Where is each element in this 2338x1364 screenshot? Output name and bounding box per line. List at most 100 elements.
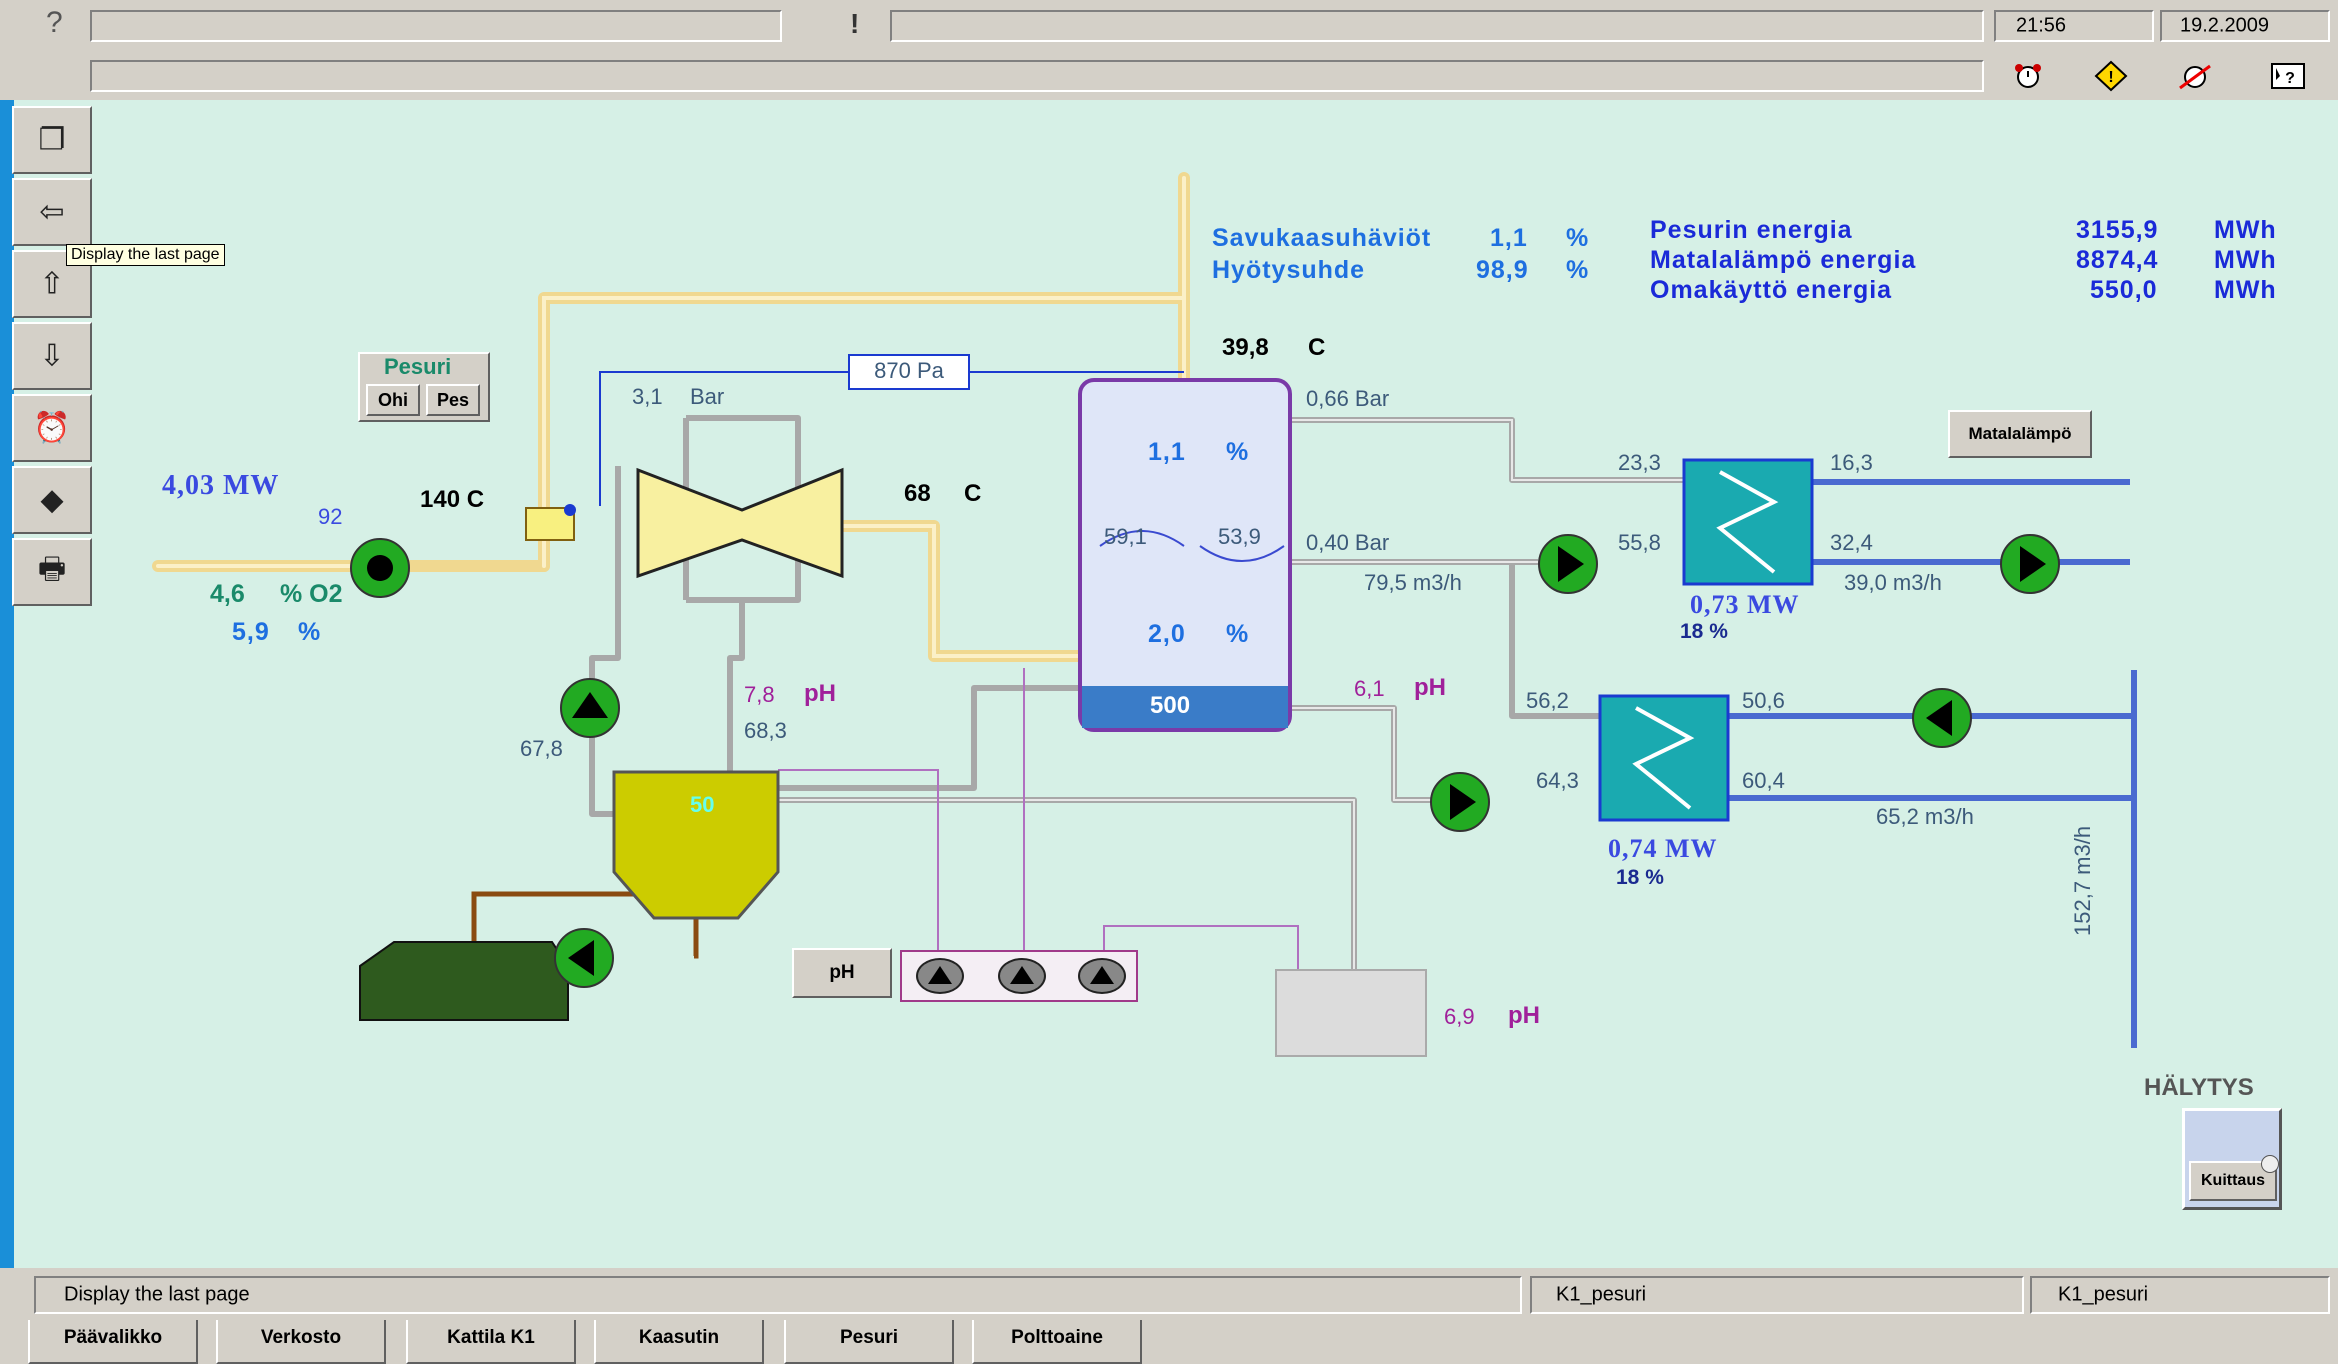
savukaasu-unit: % bbox=[1566, 224, 1590, 252]
sidebar-down-button[interactable]: ⇩ bbox=[12, 322, 92, 390]
sidebar-window-button[interactable]: ❐ bbox=[12, 106, 92, 174]
pes-button[interactable]: Pes bbox=[426, 384, 480, 416]
up-arrow-icon: ⇧ bbox=[39, 267, 65, 301]
date-field: 19.2.2009 bbox=[2160, 10, 2330, 42]
temp-68: 68 bbox=[904, 480, 931, 507]
value-678: 67,8 bbox=[520, 736, 563, 761]
bar-left-value: 3,1 bbox=[632, 384, 663, 409]
hx2-out-bot: 60,4 bbox=[1742, 768, 1785, 793]
sidebar-alarm-button[interactable]: ⏰ bbox=[12, 394, 92, 462]
process-diagram bbox=[152, 172, 2137, 1057]
pump-left-3-icon[interactable] bbox=[1912, 688, 1972, 748]
dosing-pump-2-icon[interactable] bbox=[998, 958, 1046, 994]
value-683: 68,3 bbox=[744, 718, 787, 743]
warning-icon[interactable]: ! bbox=[2094, 60, 2128, 92]
ph-78-value: 7,8 bbox=[744, 682, 775, 707]
status-message: Display the last page bbox=[64, 1283, 250, 1306]
inlet-92: 92 bbox=[318, 504, 343, 529]
warning-icon: ◆ bbox=[40, 483, 64, 517]
tower-water-level bbox=[1082, 686, 1288, 728]
bar-066: 0,66 Bar bbox=[1306, 386, 1390, 411]
tower-top-pct: 1,1 bbox=[1148, 438, 1186, 466]
hx1-out-top: 16,3 bbox=[1830, 450, 1873, 475]
hx1-power: 0,73 MW bbox=[1690, 590, 1800, 619]
pump-right-2-icon[interactable] bbox=[2000, 534, 2060, 594]
bar-040: 0,40 Bar bbox=[1306, 530, 1390, 555]
inlet-pct-value: 5,9 bbox=[232, 618, 270, 646]
help-icon[interactable]: ? bbox=[46, 6, 63, 39]
status-bar: Display the last page K1_pesuri K1_pesur… bbox=[0, 1268, 2338, 1320]
pump-right-1-icon[interactable] bbox=[1538, 534, 1598, 594]
pesuri-title: Pesuri bbox=[384, 354, 452, 379]
matalalampo-button[interactable]: Matalalämpö bbox=[1948, 410, 2092, 458]
sidebar-back-button[interactable]: ⇦ bbox=[12, 178, 92, 246]
ph-69-unit: pH bbox=[1508, 1002, 1540, 1029]
window-icon: ❐ bbox=[38, 123, 66, 157]
down-arrow-icon: ⇩ bbox=[39, 339, 65, 373]
hx2-in-bot: 64,3 bbox=[1536, 768, 1579, 793]
left-accent-strip bbox=[0, 100, 14, 1320]
hx2-out-top: 50,6 bbox=[1742, 688, 1785, 713]
hx2-power: 0,74 MW bbox=[1608, 834, 1718, 863]
flow-795: 79,5 m3/h bbox=[1364, 570, 1462, 595]
tank-level: 50 bbox=[690, 792, 715, 817]
temp-68-unit: C bbox=[964, 480, 982, 507]
process-canvas: Pesuri Ohi Pes 870 Pa pH Matalalämpö Sav… bbox=[14, 100, 2338, 1364]
hx1-pct: 18 % bbox=[1680, 620, 1728, 643]
dosing-pump-1-icon[interactable] bbox=[916, 958, 964, 994]
tower-val-b: 53,9 bbox=[1218, 524, 1261, 549]
help-context-icon[interactable]: ? bbox=[2270, 62, 2306, 90]
status-page-field-2: K1_pesuri bbox=[2030, 1276, 2330, 1314]
tower-top-pct-unit: % bbox=[1226, 438, 1250, 466]
circulation-tank bbox=[612, 770, 780, 920]
dosing-pump-3-icon[interactable] bbox=[1078, 958, 1126, 994]
compressor-icon bbox=[636, 467, 844, 579]
status-page-field-1: K1_pesuri bbox=[1530, 1276, 2024, 1314]
pesuri-control-box: Pesuri Ohi Pes bbox=[358, 352, 490, 422]
flue-temp-top: 39,8 bbox=[1222, 334, 1269, 361]
hx2-pct: 18 % bbox=[1616, 866, 1664, 889]
ph-button[interactable]: pH bbox=[792, 948, 892, 998]
tooltip: Display the last page bbox=[66, 244, 225, 266]
back-arrow-icon: ⇦ bbox=[39, 195, 65, 229]
inlet-fan-icon[interactable] bbox=[350, 538, 410, 598]
heat-exchanger-2 bbox=[1598, 694, 1730, 822]
tower-level-value: 500 bbox=[1150, 692, 1191, 719]
sidebar-warning-button[interactable]: ◆ bbox=[12, 466, 92, 534]
energy-label-1: Pesurin energia bbox=[1650, 216, 1853, 244]
alert-icon[interactable]: ! bbox=[850, 8, 860, 39]
bar-left-unit: Bar bbox=[690, 384, 725, 409]
hx1-in-bot: 55,8 bbox=[1618, 530, 1661, 555]
kuittaus-panel: Kuittaus bbox=[2182, 1108, 2282, 1210]
title-bar: ? ! 21:56 19.2.2009 bbox=[0, 0, 2338, 51]
print-icon: 🖶 bbox=[37, 552, 67, 586]
toolbar: ! ? bbox=[0, 50, 2338, 100]
time-display: 21:56 bbox=[2016, 14, 2067, 37]
sample-lines bbox=[778, 668, 1299, 970]
toolbar-field bbox=[90, 60, 1984, 92]
pump-right-4-icon[interactable] bbox=[1430, 772, 1490, 832]
pump-left-drain-icon[interactable] bbox=[554, 928, 614, 988]
alarm-off-icon[interactable] bbox=[2176, 62, 2214, 90]
sidebar-print-button[interactable]: 🖶 bbox=[12, 538, 92, 606]
ph-78-unit: pH bbox=[804, 680, 836, 707]
hyotysuhde-label: Hyötysuhde bbox=[1212, 256, 1366, 284]
alarm-clock-icon[interactable] bbox=[2010, 62, 2046, 90]
tower-val-a: 59,1 bbox=[1104, 524, 1147, 549]
energy-unit-1: MWh bbox=[2214, 216, 2277, 244]
sample-basin bbox=[1275, 969, 1427, 1057]
date-display: 19.2.2009 bbox=[2180, 14, 2269, 37]
pump-up-icon[interactable] bbox=[560, 678, 620, 738]
tower-mid-pct-unit: % bbox=[1226, 620, 1250, 648]
hyotysuhde-unit: % bbox=[1566, 256, 1590, 284]
status-message-field: Display the last page bbox=[34, 1276, 1522, 1314]
ph-61-value: 6,1 bbox=[1354, 676, 1385, 701]
status-page-1: K1_pesuri bbox=[1556, 1283, 1647, 1306]
savukaasu-value: 1,1 bbox=[1490, 224, 1528, 252]
ohi-button[interactable]: Ohi bbox=[366, 384, 420, 416]
title-field-left bbox=[90, 10, 782, 42]
energy-value-3: 550,0 bbox=[2090, 276, 2158, 304]
inlet-pct-unit: % bbox=[298, 618, 322, 646]
vertical-flow: 152,7 m3/h bbox=[2070, 825, 2095, 936]
flue-temp-top-unit: C bbox=[1308, 334, 1326, 361]
